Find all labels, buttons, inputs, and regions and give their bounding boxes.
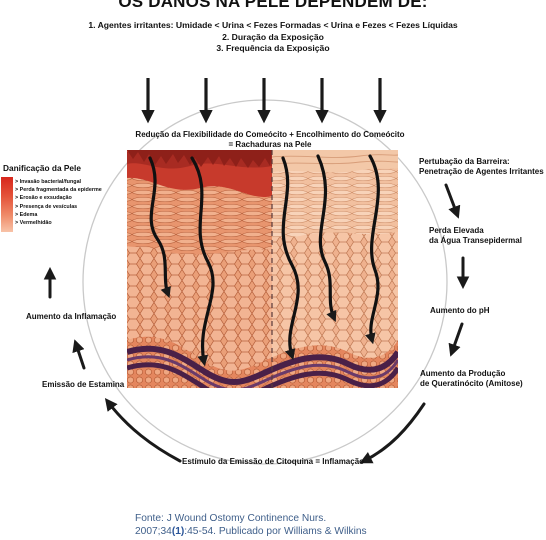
cycle-arrows [43,183,470,464]
skin-damage-list: > Invasão bacterial/fungal > Perda fragm… [15,178,102,227]
inflammation-label: Aumento da Inflamação [26,312,117,321]
list-item: > Erosão e exsudação [15,195,72,202]
skin-cross-section [127,150,398,388]
exposure-factors: 1. Agentes irritantes: Umidade < Urina <… [0,20,546,55]
list-item: > Invasão bacterial/fungal [15,179,82,185]
list-item: > Perda fragmentada da epiderme [15,187,102,194]
list-item: > Vermelhidão [15,220,52,227]
barrier-disruption-label: Pertubação da Barreira: Penetração de Ag… [419,157,544,176]
water-loss-label: Perda Elevada da Água Transepidermal [429,226,522,245]
penetration-arrows [148,154,380,367]
damage-gradient-bar [1,177,13,232]
top-arrows [141,78,387,124]
diagram-title: OS DANOS NA PELE DEPENDEM DE: [118,0,428,11]
skin-damage-title: Danificação da Pele [3,163,81,173]
list-item: > Edema [15,211,38,218]
keratinocyte-label: Aumento da Produção de Queratinócito (Am… [420,369,523,388]
source-citation: Fonte: J Wound Ostomy Continence Nurs. 2… [135,513,367,537]
histamine-label: Emissão de Estamina [42,380,125,389]
list-item: > Presença de vesículas [15,203,78,210]
flexibility-reduction-label: Redução da Flexibilidade do Comeócito + … [135,130,405,149]
factor-frequency: 3. Frequência da Exposição [216,43,330,53]
factor-irritants: 1. Agentes irritantes: Umidade < Urina <… [88,20,458,30]
ph-increase-label: Aumento do pH [430,306,490,315]
factor-duration: 2. Duração da Exposição [222,31,324,42]
cytokine-label: Estímulo da Emissão de Citoquina = Infla… [182,457,365,466]
